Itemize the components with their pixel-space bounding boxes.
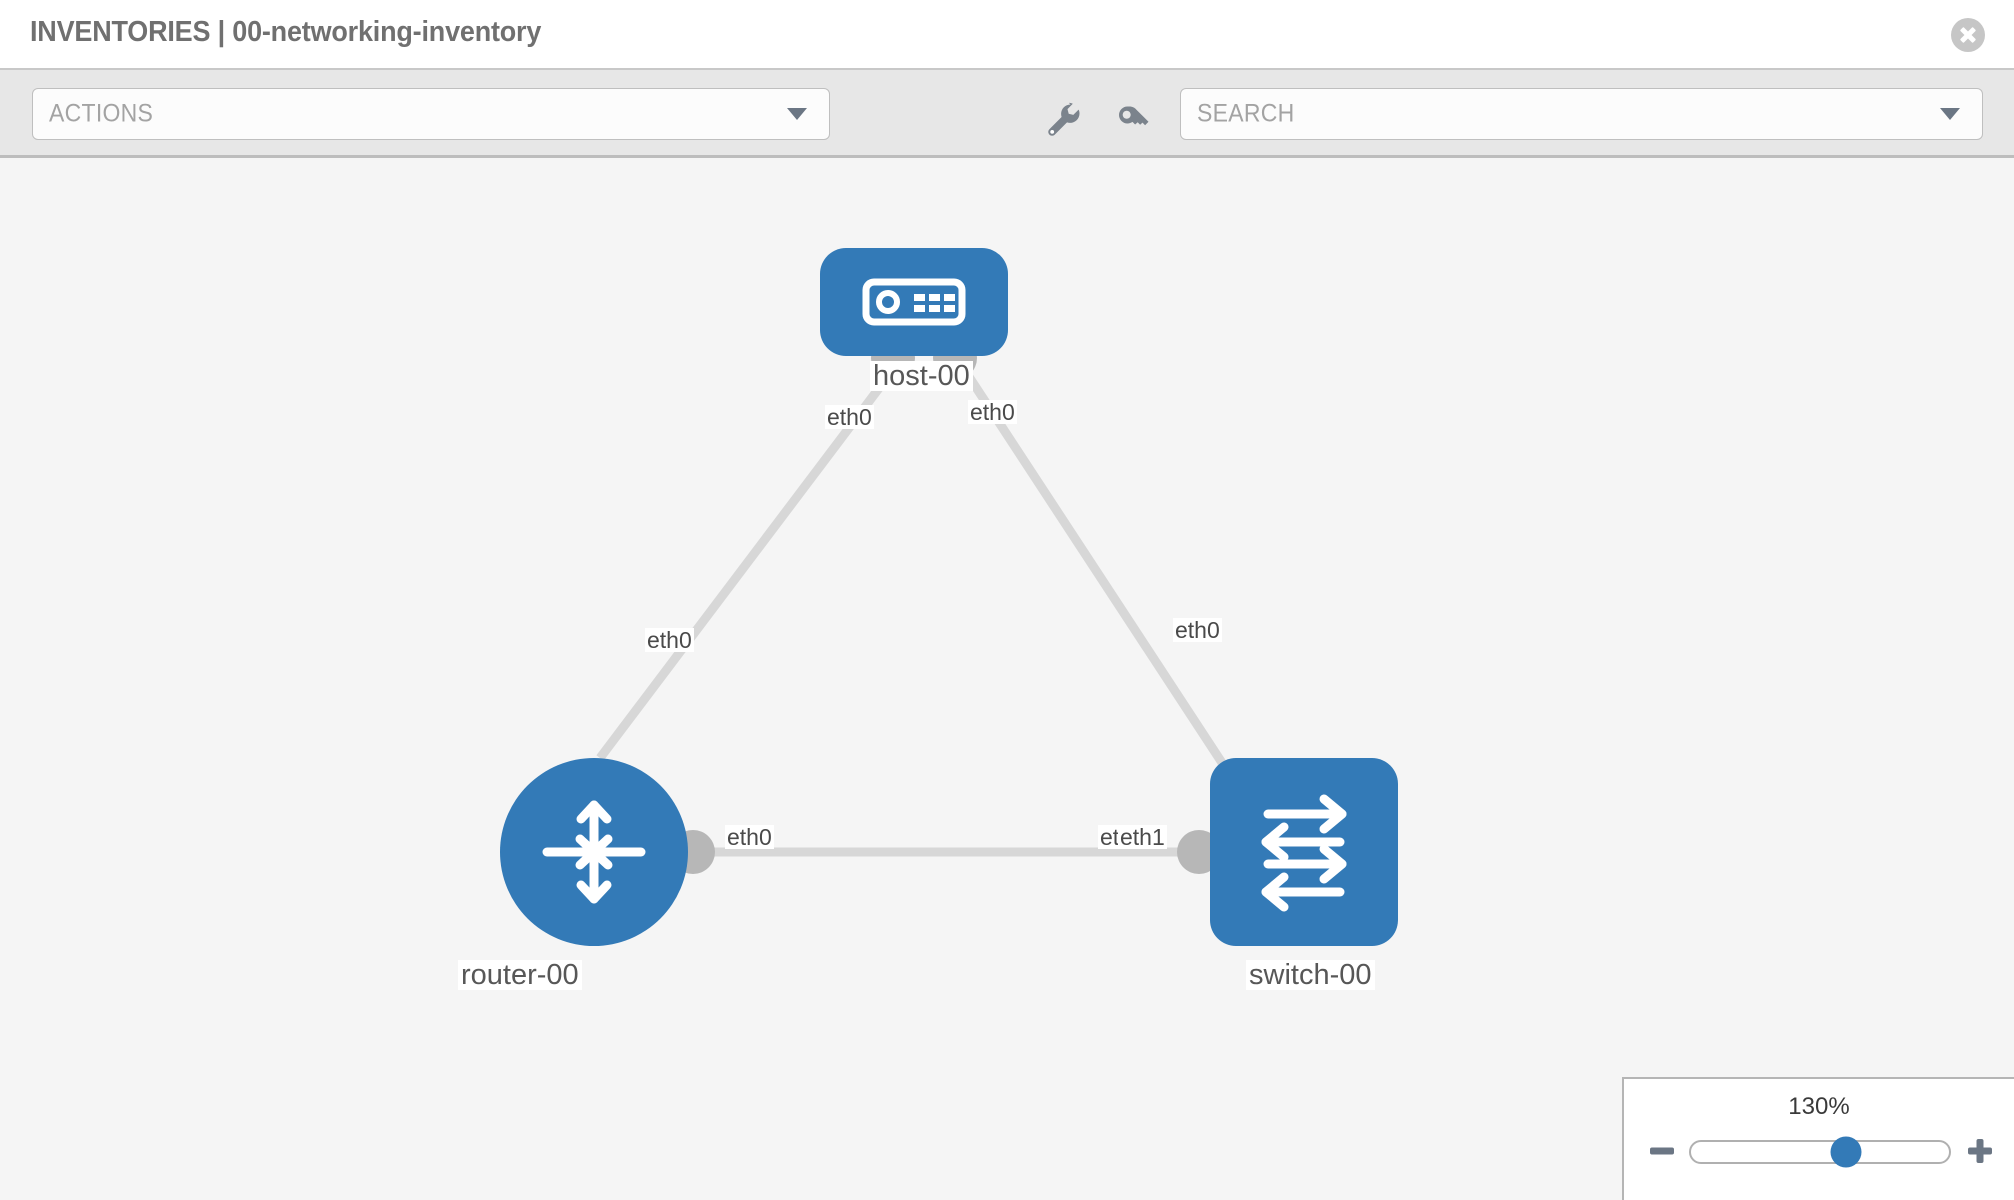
page-title: INVENTORIES | 00-networking-inventory (30, 16, 542, 48)
port-label-router-up: eth0 (645, 627, 694, 653)
actions-dropdown[interactable]: ACTIONS (32, 88, 830, 140)
server-icon (862, 278, 966, 326)
minus-icon (1650, 1147, 1674, 1155)
switch-icon (1261, 794, 1347, 912)
zoom-level-label: 130% (1788, 1093, 1850, 1120)
link-host-switch[interactable] (956, 360, 1236, 781)
zoom-in-button[interactable] (1964, 1135, 1996, 1167)
router-node-shape[interactable] (500, 758, 688, 946)
node-label-host-00: host-00 (870, 361, 973, 391)
switch-node-shape[interactable] (1210, 758, 1398, 946)
actions-dropdown-label: ACTIONS (49, 99, 154, 128)
key-icon[interactable] (1113, 100, 1153, 140)
chevron-down-icon (787, 108, 807, 120)
page-header: INVENTORIES | 00-networking-inventory (0, 0, 2014, 70)
port-label-router-right: eth0 (725, 824, 774, 850)
zoom-control-panel: 130% (1622, 1077, 2014, 1200)
wrench-icon[interactable] (1043, 100, 1083, 140)
toolbar: ACTIONS SEARCH (0, 70, 2014, 158)
router-icon (542, 800, 646, 904)
topology-canvas[interactable]: host-00 (0, 158, 2014, 1200)
search-input[interactable]: SEARCH (1180, 88, 1983, 140)
port-label-switch-up: eth0 (1173, 617, 1222, 643)
port-label-host-right: eth0 (968, 399, 1017, 425)
node-label-switch-00: switch-00 (1246, 960, 1375, 990)
plus-icon-vertical (1976, 1139, 1984, 1163)
zoom-out-button[interactable] (1646, 1135, 1678, 1167)
zoom-slider-thumb[interactable] (1830, 1136, 1862, 1168)
search-placeholder: SEARCH (1197, 99, 1295, 128)
close-circle-icon[interactable] (1951, 18, 1985, 52)
host-node-shape[interactable] (820, 248, 1008, 356)
port-label-host-left: eth0 (825, 404, 874, 430)
node-label-router-00: router-00 (458, 960, 582, 990)
port-label-switch-left: eth1 (1118, 824, 1167, 850)
zoom-slider[interactable] (1689, 1136, 1951, 1168)
chevron-down-icon (1940, 108, 1960, 120)
